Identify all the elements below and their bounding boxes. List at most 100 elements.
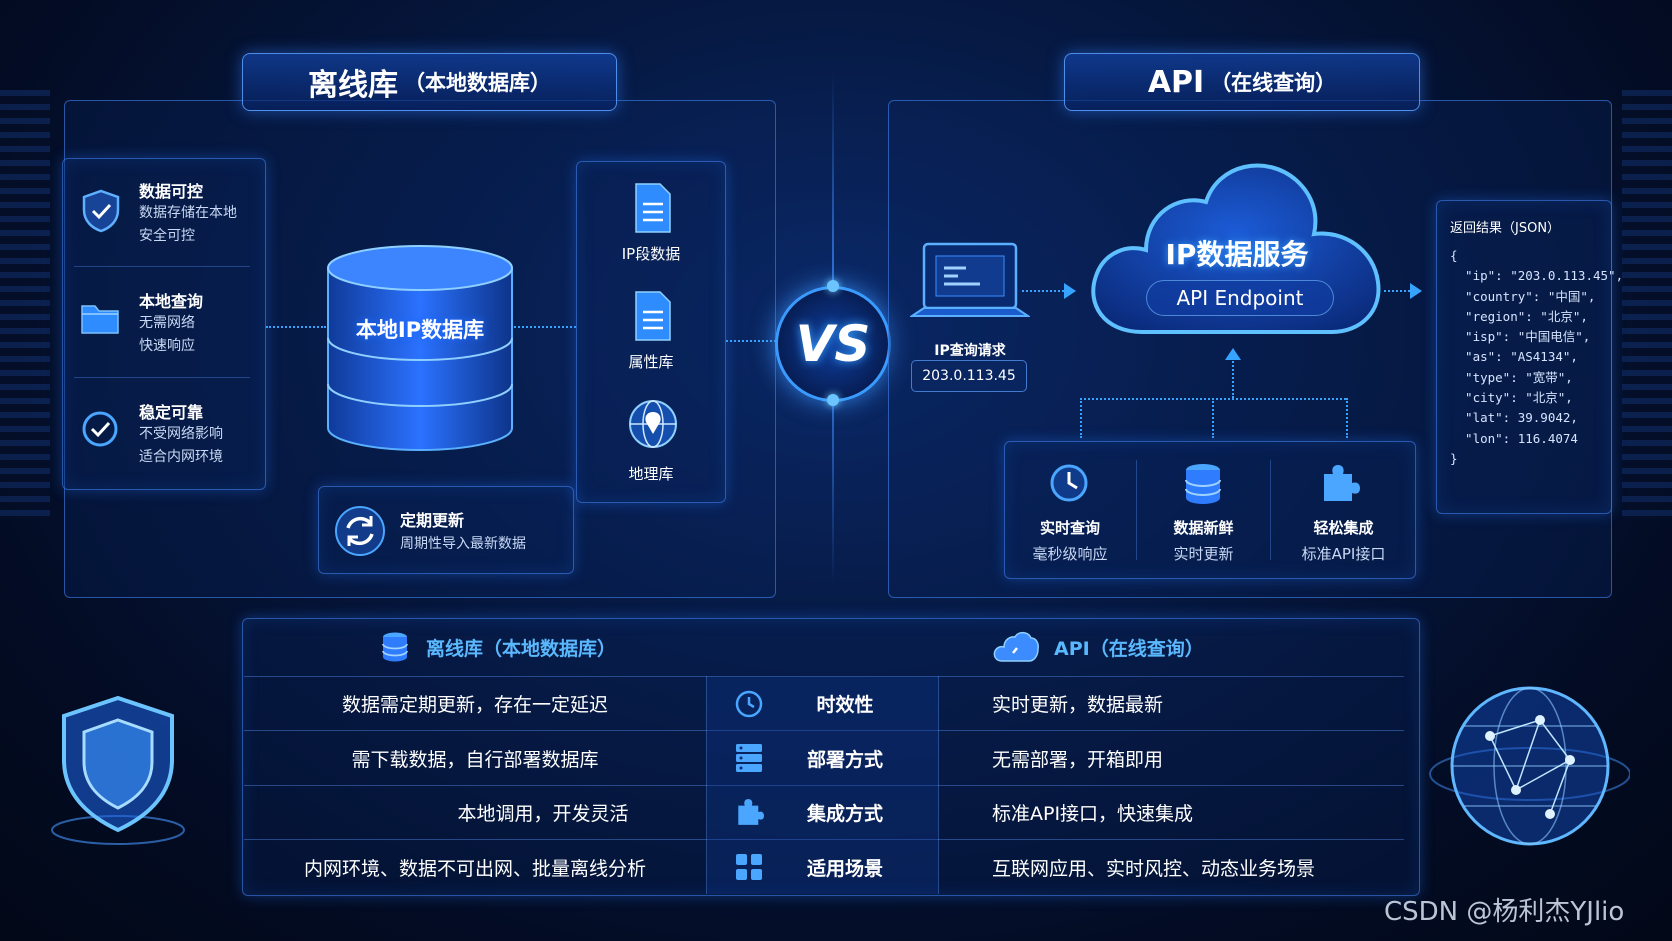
api-feature-title: 实时查询 (1039, 519, 1100, 537)
connector-line (266, 326, 326, 328)
table-cell-right: 无需部署，开箱即用 (992, 748, 1164, 771)
json-line: "isp": "中国电信", (1450, 329, 1591, 345)
table-cell-left: 内网环境、数据不可出网、批量离线分析 (303, 857, 646, 880)
api-features-panel (1004, 441, 1416, 579)
globe-network-icon (1429, 686, 1630, 846)
api-title-sub: （在线查询） (1210, 71, 1337, 95)
table-column-divider (706, 676, 707, 894)
connector-line (726, 340, 780, 342)
table-row-divider (244, 730, 1404, 731)
table-header-right-label: API（在线查询） (1054, 637, 1204, 660)
table-cell-left: 数据需定期更新，存在一定延迟 (341, 694, 608, 716)
update-title: 定期更新 (400, 511, 465, 530)
json-line: } (1450, 450, 1458, 466)
connector-line (1080, 398, 1082, 438)
table-cell-label: 集成方式 (806, 803, 883, 825)
update-desc: 周期性导入最新数据 (400, 536, 526, 552)
connector-line (1022, 290, 1068, 292)
table-row-label: 适用场景 (780, 840, 910, 894)
vs-badge: VS (775, 286, 891, 402)
feature-desc: 快速响应 (139, 338, 195, 354)
arrow-up-icon (1225, 348, 1241, 360)
server-rack-left (0, 90, 50, 520)
table-header-left: 离线库（本地数据库） (380, 631, 616, 663)
clock-icon (735, 690, 763, 718)
table-header-right: API（在线查询） (992, 631, 1204, 663)
json-line: "region": "北京", (1450, 308, 1588, 324)
clock-icon (1050, 464, 1088, 502)
feature-divider (1136, 460, 1137, 560)
folder-icon (81, 305, 119, 334)
offline-title-sub: （本地数据库） (404, 71, 551, 95)
table-cell-label: 部署方式 (806, 748, 883, 771)
table-row: 内网环境、数据不可出网、批量离线分析 (244, 840, 706, 894)
grid-apps-icon (736, 854, 762, 880)
vs-label: VS (795, 315, 871, 373)
cloud-title: IP数据服务 (1165, 238, 1309, 271)
check-circle-icon (82, 411, 118, 447)
api-feature-title: 数据新鲜 (1173, 519, 1234, 537)
lib-label: 地理库 (628, 465, 674, 483)
json-result-title: 返回结果（JSON） (1450, 221, 1561, 236)
table-row: 互联网应用、实时风控、动态业务场景 (992, 840, 1412, 894)
offline-title-main: 离线库 (308, 68, 398, 103)
json-line: "lon": 116.4074 (1450, 430, 1578, 446)
api-feature-desc: 标准API接口 (1301, 545, 1386, 563)
comparison-table (242, 618, 1420, 896)
database-label: 本地IP数据库 (355, 318, 485, 342)
table-row-divider (244, 785, 1404, 786)
shield-icon (51, 695, 185, 845)
connector-line (514, 326, 576, 328)
table-cell-label: 时效性 (816, 694, 874, 716)
table-row: 需下载数据，自行部署数据库 (244, 731, 706, 785)
table-column-divider (938, 676, 939, 894)
request-label: IP查询请求 (934, 343, 1006, 359)
table-row-label: 集成方式 (780, 786, 910, 839)
database-icon (382, 632, 408, 662)
api-feature-desc: 毫秒级响应 (1032, 545, 1108, 563)
refresh-icon (335, 506, 385, 556)
table-row-label: 时效性 (780, 677, 910, 730)
table-cell-label: 适用场景 (806, 857, 883, 880)
connector-line (1346, 398, 1348, 438)
feature-desc: 无需网络 (139, 315, 195, 331)
json-line: { (1450, 248, 1458, 263)
json-line: "country": "中国", (1450, 288, 1596, 304)
arrow-right-icon (1064, 283, 1076, 299)
cloud-endpoint: API Endpoint (1176, 286, 1304, 310)
table-row: 无需部署，开箱即用 (992, 731, 1412, 785)
database-cylinder-icon (327, 245, 513, 451)
globe-pin-icon (629, 400, 677, 448)
vs-dot (827, 280, 839, 292)
feature-divider (74, 377, 250, 378)
request-ip: 203.0.113.45 (922, 368, 1016, 384)
document-icon (635, 183, 671, 233)
database-icon (1185, 464, 1221, 504)
json-result-panel (1436, 200, 1612, 514)
lib-label: IP段数据 (621, 245, 681, 263)
table-header-left-label: 离线库（本地数据库） (426, 637, 617, 660)
table-row: 本地调用，开发灵活 (380, 786, 706, 839)
json-line: "type": "宽带", (1450, 369, 1573, 385)
puzzle-icon (738, 799, 764, 825)
connector-line (1232, 358, 1234, 398)
table-row-label: 部署方式 (780, 731, 910, 785)
puzzle-icon (1324, 465, 1360, 501)
json-line: "lat": 39.9042, (1450, 410, 1578, 426)
table-row: 数据需定期更新，存在一定延迟 (244, 677, 706, 730)
api-title: API （在线查询） (1064, 53, 1420, 111)
connector-line (1384, 290, 1414, 292)
table-cell-left: 本地调用，开发灵活 (457, 803, 629, 825)
feature-title: 本地查询 (139, 292, 204, 311)
feature-desc: 数据存储在本地 (139, 205, 237, 221)
table-cell-right: 标准API接口，快速集成 (992, 803, 1194, 825)
offline-title: 离线库 （本地数据库） (242, 53, 617, 111)
cloud-icon (993, 631, 1039, 662)
laptop-icon (910, 242, 1030, 317)
server-icon (736, 744, 762, 772)
table-cell-left: 需下载数据，自行部署数据库 (351, 748, 599, 771)
connector-line (1212, 398, 1214, 438)
document-icon (635, 291, 671, 341)
feature-desc: 安全可控 (139, 228, 195, 244)
feature-desc: 适合内网环境 (139, 449, 223, 465)
